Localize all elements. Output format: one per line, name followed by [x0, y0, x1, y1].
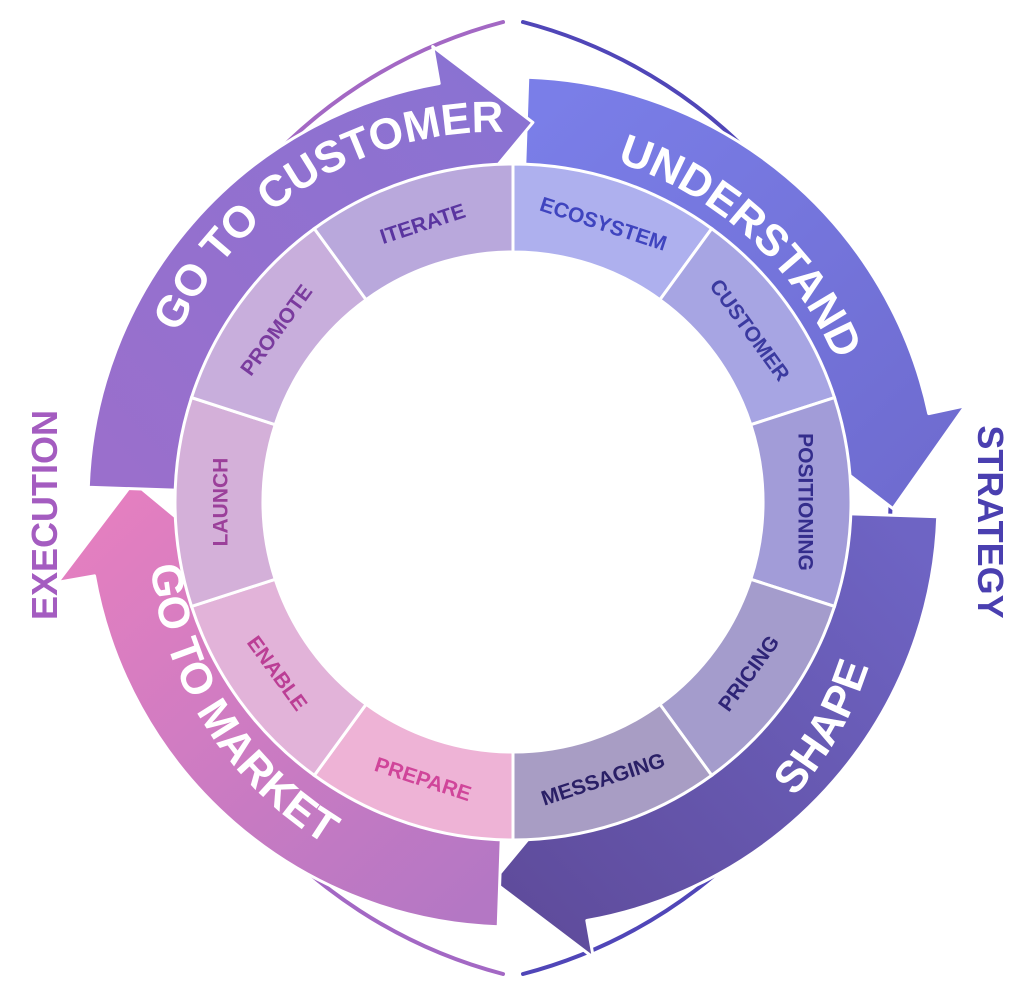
strategy-label: STRATEGY	[970, 425, 1011, 618]
outer-ring	[20, 20, 1005, 976]
execution-label: EXECUTION	[24, 410, 65, 620]
segment-label-positioning: POSITIONING	[794, 433, 817, 571]
center-circle	[263, 252, 763, 752]
segment-ring: ECOSYSTEMCUSTOMERPOSITIONINGPRICINGMESSA…	[173, 162, 853, 842]
segment-label-launch: LAUNCH	[210, 458, 233, 547]
